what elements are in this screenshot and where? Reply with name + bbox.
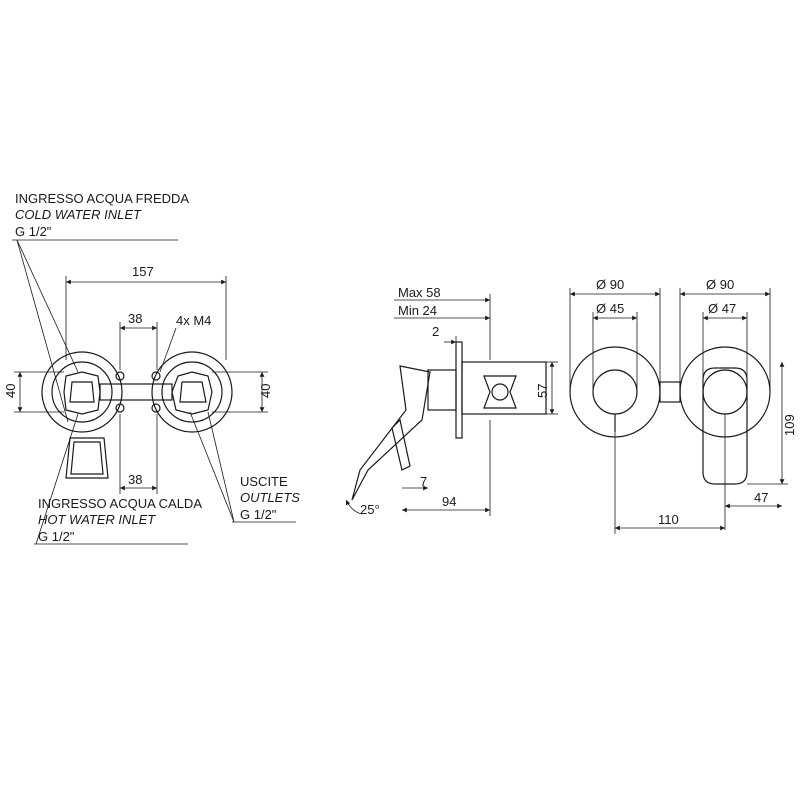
left-plate-outer (41, 351, 123, 433)
dim-dia-90-right: Ø 90 (706, 277, 734, 292)
hot-leader (35, 413, 79, 545)
connecting-body (99, 383, 173, 401)
left-plate-inner (51, 361, 113, 423)
right-valve-inner (179, 381, 207, 403)
dim-dia-45: Ø 45 (596, 301, 624, 316)
screw-top-right (151, 371, 161, 381)
left-valve-inner (69, 381, 95, 403)
face-right-lever-base (702, 369, 748, 415)
connector-body (483, 375, 517, 409)
face-view: Ø 90 Ø 45 Ø 90 Ø 47 109 47 110 (569, 277, 797, 534)
outlets-leader-2 (207, 411, 235, 523)
lower-outlet-inner (70, 441, 104, 475)
right-valve-body (171, 371, 213, 415)
screw-bottom-right (151, 403, 161, 413)
angle-arc (345, 499, 363, 515)
lever-tip-side (391, 418, 411, 471)
connector-circle (491, 383, 509, 401)
dim-38-bottom: 38 (128, 472, 142, 487)
dim-max-58: Max 58 (398, 285, 441, 300)
cold-inlet-thread: G 1/2" (15, 224, 52, 239)
right-plate-outer (151, 351, 233, 433)
dim-40-right: 40 (258, 384, 273, 398)
cold-inlet-label-it: INGRESSO ACQUA FREDDA (15, 191, 189, 206)
dim-109: 109 (782, 414, 797, 436)
cold-leader-2 (16, 239, 69, 423)
outlets-label-it: USCITE (240, 474, 288, 489)
dim-110: 110 (658, 512, 679, 527)
lower-outlet-body (65, 437, 109, 479)
outlets-leader-1 (189, 411, 235, 523)
right-plate-inner (161, 361, 223, 423)
dim-min-24: Min 24 (398, 303, 437, 318)
screws-leader (159, 327, 177, 373)
left-valve-body (63, 371, 101, 415)
hot-inlet-thread: G 1/2" (38, 529, 75, 544)
dim-dia-47: Ø 47 (708, 301, 736, 316)
dim-94: 94 (442, 494, 456, 509)
dim-157: 157 (132, 264, 154, 279)
hot-inlet-label-it: INGRESSO ACQUA CALDA (38, 496, 202, 511)
face-right-lever (702, 367, 748, 485)
face-connector (659, 381, 681, 403)
side-view: Max 58 Min 24 2 57 7 94 25° (345, 285, 558, 517)
wall-plate-side (455, 341, 463, 439)
dim-47-bottom: 47 (754, 490, 768, 505)
hot-inlet-label-en: HOT WATER INLET (38, 512, 156, 527)
outlets-thread: G 1/2" (240, 507, 277, 522)
body-side (461, 361, 547, 415)
screws-label: 4x M4 (176, 313, 211, 328)
cold-leader-1 (16, 239, 79, 373)
screw-bottom-left (115, 403, 125, 413)
outlets-label-en: OUTLETS (240, 490, 300, 505)
knob-base-side (427, 369, 457, 411)
dim-7: 7 (420, 474, 427, 489)
dim-40-left: 40 (3, 384, 18, 398)
cold-inlet-label-en: COLD WATER INLET (15, 207, 142, 222)
front-view: INGRESSO ACQUA FREDDA COLD WATER INLET G… (3, 191, 300, 545)
screw-top-left (115, 371, 125, 381)
dim-38-top: 38 (128, 311, 142, 326)
dim-25-deg: 25° (360, 502, 380, 517)
dim-dia-90-left: Ø 90 (596, 277, 624, 292)
lever-side (351, 365, 431, 501)
dim-57: 57 (535, 384, 550, 398)
face-left-knob (592, 369, 638, 415)
dim-2: 2 (432, 324, 439, 339)
